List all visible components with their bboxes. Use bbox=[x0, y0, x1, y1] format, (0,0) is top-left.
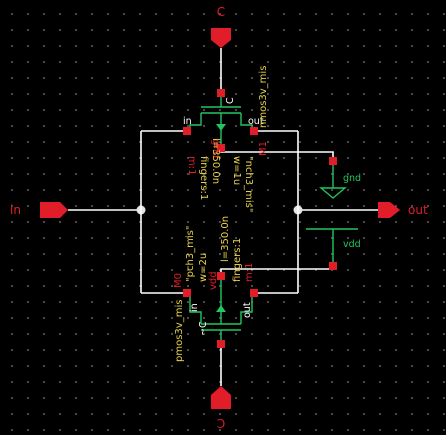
nmos-width: w=1u bbox=[231, 156, 242, 185]
nmos-model: "nch3_mis" bbox=[243, 156, 254, 212]
port-out[interactable]: out bbox=[378, 202, 428, 218]
pmos-model: "pch3_mis" bbox=[185, 226, 196, 282]
pmos-multiplier: m:1 bbox=[244, 263, 255, 282]
pin-pmos-gate[interactable] bbox=[217, 340, 225, 348]
port-in-arrow[interactable] bbox=[40, 202, 68, 218]
nmos-length: l=350.0n bbox=[210, 138, 221, 184]
nmos-pin-ctrl: C bbox=[225, 97, 236, 104]
nmos-pin-in: in bbox=[183, 116, 192, 127]
nmos-cell: nmos3v_mis bbox=[258, 66, 269, 128]
gnd-triangle bbox=[319, 187, 347, 199]
pin-pmos-out[interactable] bbox=[250, 289, 258, 297]
pin-nmos-in[interactable] bbox=[183, 127, 191, 135]
pin-pmos-in[interactable] bbox=[183, 289, 191, 297]
pmos-cell: pmos3v_mis bbox=[174, 300, 185, 362]
nmos-multiplier: m:1 bbox=[186, 156, 197, 175]
gnd-label: gnd bbox=[343, 173, 361, 184]
nmos-fingers: fingers:1 bbox=[198, 156, 209, 200]
port-in[interactable]: in bbox=[10, 202, 68, 218]
vdd-label: vdd bbox=[343, 239, 361, 250]
pmos-pin-vdd: vdd bbox=[208, 271, 219, 290]
port-in-label: in bbox=[10, 203, 21, 217]
pmos-source-lead bbox=[189, 296, 202, 324]
nmos-arrow bbox=[216, 124, 226, 131]
port-c[interactable]: C bbox=[211, 5, 231, 48]
pmos-length: l=350.0n bbox=[220, 216, 231, 262]
pmos-instance: M0 bbox=[173, 273, 184, 288]
port-nc-arrow[interactable] bbox=[211, 386, 231, 409]
pin-vdd[interactable] bbox=[329, 262, 337, 270]
pmos-fingers: fingers:1 bbox=[232, 238, 243, 282]
pmos-pin-in: in bbox=[189, 303, 200, 312]
pin-gnd[interactable] bbox=[329, 157, 337, 165]
vdd-symbol[interactable]: vdd bbox=[306, 228, 361, 270]
nmos-pin-out: out bbox=[248, 116, 264, 127]
port-c-label: C bbox=[217, 5, 225, 19]
pmos-pin-out: out bbox=[242, 302, 253, 318]
port-out-label: out bbox=[408, 203, 428, 217]
pmos-device[interactable]: ~C in out bbox=[183, 272, 258, 340]
port-c-arrow[interactable] bbox=[211, 28, 231, 48]
nmos-device[interactable]: C in out bbox=[183, 97, 264, 152]
nmos-instance: M1 bbox=[258, 141, 269, 156]
port-nc-label: C bbox=[217, 416, 225, 430]
pmos-pin-ctrl: ~C bbox=[198, 321, 209, 336]
gnd-symbol[interactable]: gnd bbox=[319, 157, 361, 199]
pin-nmos-gnd[interactable] bbox=[217, 144, 225, 152]
nmos-pin-gnd: gnd bbox=[210, 139, 221, 158]
pin-pmos-vdd[interactable] bbox=[217, 272, 225, 280]
pin-nmos-out[interactable] bbox=[250, 127, 258, 135]
pmos-width: w=2u bbox=[198, 253, 209, 282]
port-out-arrow[interactable] bbox=[378, 202, 400, 218]
pin-nmos-gate[interactable] bbox=[217, 89, 225, 97]
pmos-drain-lead bbox=[240, 296, 253, 324]
pmos-arrow bbox=[216, 305, 226, 312]
port-nc[interactable]: C bbox=[211, 386, 231, 430]
